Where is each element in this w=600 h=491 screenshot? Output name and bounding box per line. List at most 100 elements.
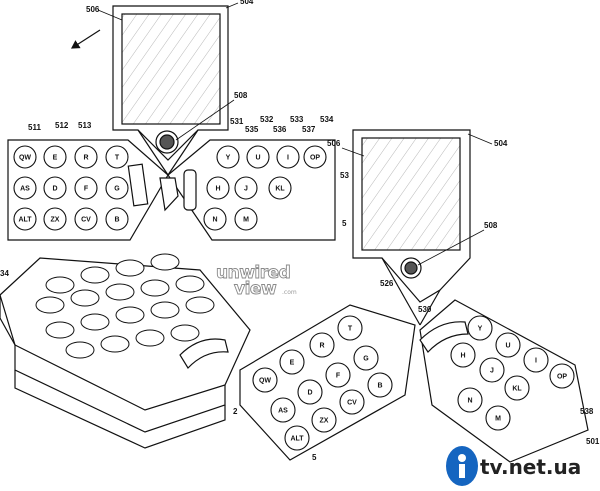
key-label: R (83, 155, 88, 162)
key-label: D (307, 390, 312, 397)
tilted-nav-rocker (179, 338, 229, 369)
keypad-key: D (297, 379, 323, 405)
keypad-key: ALT (13, 207, 37, 231)
keypad-key: CV (339, 389, 365, 415)
key-label: F (336, 373, 341, 380)
tilted-key (45, 276, 75, 294)
key-label: G (114, 186, 120, 193)
ref-501: 501 (586, 437, 600, 446)
keypad-key: I (276, 145, 300, 169)
key-label: D (52, 186, 57, 193)
key-label: ZX (320, 418, 329, 425)
tilted-key (65, 341, 95, 359)
ref-532: 532 (260, 115, 274, 124)
keypad-key: QW (252, 367, 278, 393)
ref-506-top: 506 (86, 5, 100, 14)
keypad-key: AS (270, 397, 296, 423)
key-label: H (460, 353, 465, 360)
tilted-key (170, 324, 200, 342)
key-label: CV (81, 217, 91, 224)
key-label: M (495, 416, 501, 423)
keypad-key: OP (549, 363, 575, 389)
key-label: G (363, 356, 369, 363)
tilted-slider-device (0, 257, 251, 449)
key-label: ZX (51, 217, 60, 224)
ref-537: 537 (302, 125, 316, 134)
keypad-key: QW (13, 145, 37, 169)
ref-511: 511 (28, 123, 41, 132)
tilted-key (135, 329, 165, 347)
tilted-key (105, 283, 135, 301)
tilted-key (80, 313, 110, 331)
tilted-key (175, 275, 205, 293)
key-label: H (215, 186, 220, 193)
tilted-key (115, 306, 145, 324)
keypad-key: F (325, 362, 351, 388)
key-label: N (467, 398, 472, 405)
keypad-key: T (337, 315, 363, 341)
ref-508-top: 508 (234, 91, 248, 100)
keypad-key: N (203, 207, 227, 231)
unwiredview-watermark: unwired view .com (216, 263, 297, 300)
keypad-key: B (367, 372, 393, 398)
keypad-key: H (450, 342, 476, 368)
ref-513: 513 (78, 121, 92, 130)
ref-538: 538 (580, 407, 594, 416)
bottom-device (239, 129, 589, 463)
key-label: T (348, 326, 353, 333)
ref-5-partial: 5 (342, 219, 347, 228)
key-label: T (115, 155, 120, 162)
ref-504-top: 504 (240, 0, 254, 6)
key-label: J (490, 368, 494, 375)
ref-533: 533 (290, 115, 304, 124)
keypad-key: N (457, 387, 483, 413)
bottom-display-screen (361, 137, 461, 251)
key-label: B (377, 383, 382, 390)
keypad-key: J (479, 357, 505, 383)
keypad-key: E (43, 145, 67, 169)
tilted-key (115, 259, 145, 277)
keypad-key: B (105, 207, 129, 231)
keypad-key: ZX (43, 207, 67, 231)
ref-34-partial: 34 (0, 269, 9, 278)
top-nav-rocker-left (127, 163, 149, 207)
keypad-key: R (309, 332, 335, 358)
tilted-key (140, 279, 170, 297)
key-label: Y (226, 155, 231, 162)
keypad-key: I (523, 347, 549, 373)
key-label: B (114, 217, 119, 224)
key-label: OP (557, 374, 567, 381)
ref-2-partial: 2 (233, 407, 238, 416)
key-label: U (255, 155, 260, 162)
keypad-key: G (105, 176, 129, 200)
key-label: M (243, 217, 249, 224)
logo-text: tv.net.ua (480, 455, 581, 479)
keypad-key: OP (303, 145, 327, 169)
top-device-labels: 506 504 508 511 512 513 531 532 533 534 … (28, 0, 349, 228)
key-label: E (290, 360, 295, 367)
bottom-nav-rocker-right (419, 321, 469, 353)
keypad-key: AS (13, 176, 37, 200)
keypad-key: ZX (311, 407, 337, 433)
keypad-key: KL (268, 176, 292, 200)
key-label: KL (275, 186, 285, 193)
bottom-device-labels: 506 504 508 526 530 538 501 2 5 (233, 133, 600, 462)
ref-531: 531 (230, 117, 244, 126)
watermark-line1: unwired (216, 263, 290, 283)
keypad-key: Y (216, 145, 240, 169)
keypad-key: G (353, 345, 379, 371)
keypad-key: ALT (284, 425, 310, 451)
bottom-right-keypad-body (419, 299, 589, 463)
keypad-key: T (105, 145, 129, 169)
key-label: F (84, 186, 89, 193)
keypad-key: H (206, 176, 230, 200)
tilted-key (100, 335, 130, 353)
tilted-keys (35, 253, 215, 359)
site-logo: tv.net.ua (446, 446, 581, 486)
key-label: I (535, 358, 537, 365)
rotation-arrow (70, 29, 101, 49)
ref-512: 512 (55, 121, 69, 130)
watermark-suffix: .com (282, 289, 297, 296)
